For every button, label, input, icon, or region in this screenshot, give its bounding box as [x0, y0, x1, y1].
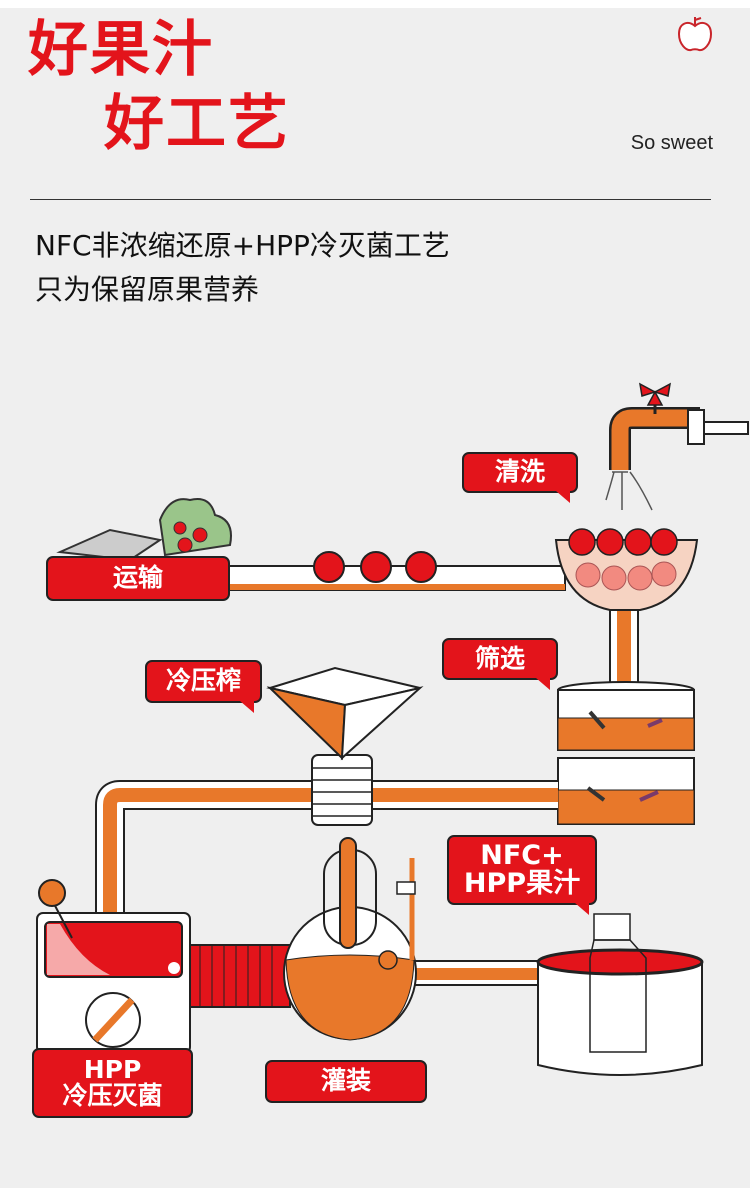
- apples-on-belt: [313, 551, 437, 583]
- bellows-pipe: [189, 944, 291, 1008]
- faucet-icon: [605, 382, 749, 511]
- hpp-label-line-2: 冷压灭菌: [62, 1081, 163, 1110]
- juice-label-line-1: NFC+: [480, 839, 564, 871]
- filling-flask: [283, 837, 417, 1041]
- title-line-2: 好工艺: [104, 89, 290, 159]
- step-label-hpp-sterilize: HPP 冷压灭菌: [32, 1048, 193, 1118]
- subtitle-line-2: 只为保留原果营养: [35, 273, 260, 306]
- step-label-filling: 灌装: [265, 1060, 427, 1103]
- step-label-wash: 清洗: [462, 452, 578, 503]
- filter-tanks: [557, 681, 695, 825]
- top-strip: [0, 0, 750, 8]
- step-label-cold-press: 冷压榨: [145, 660, 262, 713]
- press-funnel: [266, 666, 424, 826]
- apple-icon: [677, 17, 713, 52]
- subtitle-line-1: NFC非浓缩还原+HPP冷灭菌工艺: [35, 229, 450, 262]
- wash-basket: [554, 528, 699, 611]
- juice-pot: [536, 913, 704, 1076]
- hpp-label-line-1: HPP: [83, 1054, 142, 1084]
- title-line-1: 好果汁: [28, 15, 214, 85]
- vegetables-icon: [56, 498, 232, 562]
- step-label-transport: 运输: [46, 556, 230, 601]
- step-label-nfc-hpp-juice: NFC+ HPP果汁: [447, 835, 597, 915]
- juice-label-line-2: HPP果汁: [463, 868, 581, 899]
- tagline: So sweet: [630, 132, 713, 154]
- divider: [30, 199, 711, 200]
- step-label-screen: 筛选: [442, 638, 558, 690]
- hpp-machine: [36, 879, 191, 1054]
